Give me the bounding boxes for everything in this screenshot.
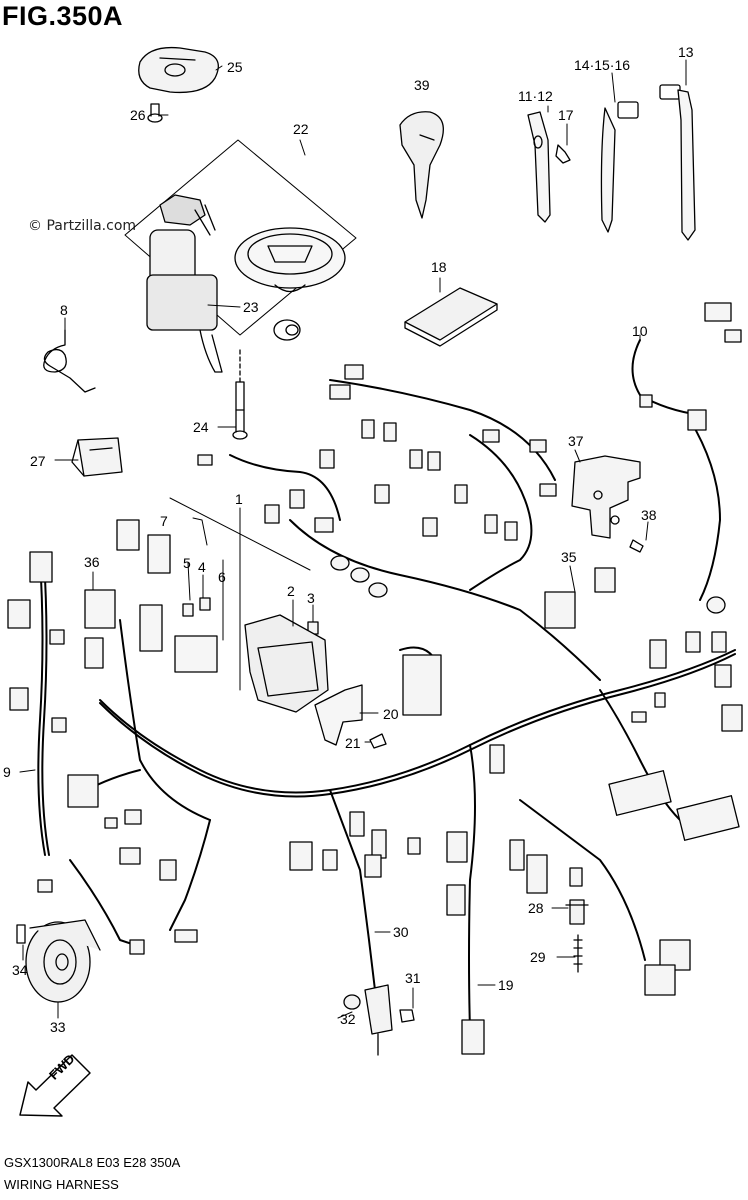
callout-36: 36 — [84, 554, 100, 570]
part-bracket-20[interactable] — [314, 684, 363, 746]
part-bolt-34[interactable] — [16, 924, 26, 944]
callout-10: 10 — [632, 323, 648, 339]
callout-30: 30 — [393, 924, 409, 940]
callout-1: 1 — [235, 491, 243, 507]
part-harness-9[interactable] — [7, 551, 67, 733]
callout-33: 33 — [50, 1019, 66, 1035]
figure-title: FIG.350A — [2, 1, 124, 31]
part-cover-25[interactable] — [138, 46, 219, 94]
part-bracket-37[interactable] — [571, 455, 641, 539]
part-tie-14-15-16[interactable] — [600, 101, 639, 233]
callout-5: 5 — [183, 555, 191, 571]
callout-4: 4 — [198, 559, 206, 575]
part-horn-33[interactable] — [25, 919, 101, 1003]
part-sensor-32[interactable] — [343, 984, 393, 1056]
part-band-13[interactable] — [659, 84, 696, 241]
callout-14-15-16: 14·15·16 — [574, 57, 630, 73]
callout-24: 24 — [193, 419, 209, 435]
part-lock-set-22[interactable] — [124, 139, 357, 373]
callout-9: 9 — [3, 764, 11, 780]
part-bolt-17[interactable] — [555, 144, 571, 164]
part-relays-fuses[interactable] — [84, 519, 319, 673]
callout-13: 13 — [678, 44, 694, 60]
callout-2: 2 — [287, 583, 295, 599]
callout-39: 39 — [414, 77, 430, 93]
callout-38: 38 — [641, 507, 657, 523]
part-key-39[interactable] — [399, 111, 444, 219]
harness-connectors — [37, 302, 743, 1055]
callout-22: 22 — [293, 121, 309, 137]
callout-7: 7 — [160, 513, 168, 529]
callout-11-12: 11·12 — [518, 88, 553, 104]
callout-35: 35 — [561, 549, 577, 565]
fwd-arrow-icon — [19, 1054, 91, 1117]
callout-28: 28 — [528, 900, 544, 916]
part-pad-18[interactable] — [404, 287, 498, 347]
callout-34: 34 — [12, 962, 28, 978]
callout-leaders — [19, 59, 687, 1019]
part-pin-29[interactable] — [573, 934, 583, 973]
callout-17: 17 — [558, 107, 574, 123]
callout-26: 26 — [130, 107, 146, 123]
callout-32: 32 — [340, 1011, 356, 1027]
part-bolt-31[interactable] — [399, 1009, 415, 1023]
part-bolt-38[interactable] — [629, 539, 644, 553]
part-fuse-box[interactable] — [244, 614, 329, 713]
part-main-harness-1[interactable] — [37, 339, 736, 1031]
part-bolt-26[interactable] — [147, 103, 163, 123]
callout-20: 20 — [383, 706, 399, 722]
part-screw-24[interactable] — [232, 349, 248, 440]
copyright-watermark: © Partzilla.com — [28, 218, 137, 234]
part-holder-27[interactable] — [71, 437, 123, 477]
callout-3: 3 — [307, 590, 315, 606]
callout-19: 19 — [498, 977, 514, 993]
part-clamp-11-12[interactable] — [527, 111, 551, 223]
callout-21: 21 — [345, 735, 361, 751]
callout-37: 37 — [568, 433, 584, 449]
part-spring-8[interactable] — [43, 329, 96, 393]
callout-25: 25 — [227, 59, 243, 75]
callout-8: 8 — [60, 302, 68, 318]
callout-23: 23 — [243, 299, 259, 315]
part-screw-21[interactable] — [369, 733, 387, 749]
footer-model-code: GSX1300RAL8 E03 E28 350A — [4, 1155, 181, 1170]
callout-27: 27 — [30, 453, 46, 469]
callout-29: 29 — [530, 949, 546, 965]
callout-18: 18 — [431, 259, 447, 275]
callout-6: 6 — [218, 569, 226, 585]
footer-diagram-title: WIRING HARNESS — [4, 1177, 119, 1192]
callout-31: 31 — [405, 970, 421, 986]
part-sensor-28[interactable] — [565, 899, 589, 925]
